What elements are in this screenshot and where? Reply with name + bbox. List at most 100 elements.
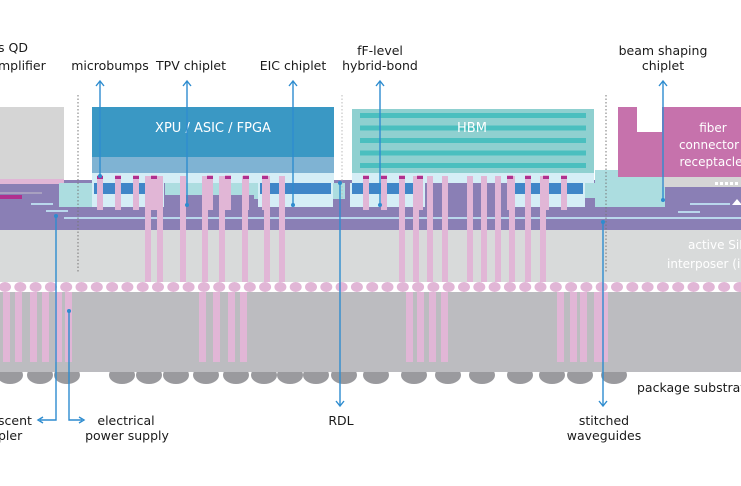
label-package-substrate: package substrate — [637, 380, 741, 395]
through-via — [481, 176, 487, 282]
hybrid-bond-pad — [115, 176, 121, 179]
c4-bump — [320, 282, 333, 292]
package-substrate — [0, 292, 741, 372]
c4-bump — [687, 282, 700, 292]
through-via — [495, 176, 501, 282]
c4-bump — [534, 282, 547, 292]
c4-bump — [182, 282, 195, 292]
leader-power — [68, 311, 82, 421]
c4-bump — [503, 282, 516, 292]
arrow-icon — [598, 400, 608, 408]
hbm-die-stripe — [360, 113, 586, 118]
microbump-via — [243, 175, 249, 210]
c4-bump — [259, 282, 272, 292]
leader-dots — [54, 174, 665, 313]
c4-bump — [565, 282, 578, 292]
through-via — [279, 176, 285, 282]
through-via — [467, 176, 473, 282]
microbump-via — [115, 175, 121, 210]
hybrid-bond-pad — [243, 176, 249, 179]
through-via — [427, 176, 433, 282]
substrate-via — [42, 292, 49, 372]
substrate-via — [580, 292, 587, 372]
hybrid-bond-pad — [363, 176, 369, 179]
label-hybrid-bond-1: fF-level — [357, 43, 403, 58]
hybrid-bond-pad — [417, 176, 423, 179]
label-evanescent-1: scent — [0, 413, 32, 428]
through-via — [145, 176, 151, 282]
c4-bump — [473, 282, 486, 292]
through-via — [202, 176, 208, 282]
c4-bump — [305, 282, 317, 292]
label-stitched-1: stitched — [579, 413, 629, 428]
substrate-via — [594, 292, 601, 372]
label-qd-amplifier-2: mplifier — [0, 58, 47, 73]
microbump-via — [97, 175, 103, 210]
c4-bump — [580, 282, 593, 292]
c4-bump — [75, 282, 88, 292]
interposer-label-2: interposer (iS — [667, 257, 741, 271]
hybrid-bond-pad — [543, 176, 549, 179]
leader-lines — [36, 79, 668, 424]
hybrid-bond-pad — [207, 176, 213, 179]
xpu-chip-base — [92, 157, 334, 173]
arrow-icon — [36, 416, 44, 424]
hbm-stripes — [360, 113, 586, 168]
hybrid-bond-pad — [525, 176, 531, 179]
substrate-via — [441, 292, 448, 372]
c4-bump — [458, 282, 470, 292]
microbump-via — [133, 175, 139, 210]
substrate-via — [406, 292, 413, 372]
qd-amplifier-block — [0, 107, 64, 179]
c4-bump — [44, 282, 57, 292]
label-electrical-1: electrical — [97, 413, 154, 428]
c4-bump — [672, 282, 685, 292]
xpu-label: XPU / ASIC / FPGA — [155, 121, 271, 136]
hybrid-bond-pad — [381, 176, 387, 179]
c4-bump — [335, 282, 348, 292]
arrow-icon — [288, 79, 298, 87]
through-via — [540, 176, 546, 282]
fiber-label-2: connector — [679, 138, 739, 152]
c4-bump — [626, 282, 639, 292]
through-via — [525, 176, 531, 282]
label-tpv-chiplet: TPV chiplet — [155, 58, 226, 73]
arrow-icon — [658, 79, 668, 87]
substrate-via — [228, 292, 235, 372]
c4-bump — [167, 282, 180, 292]
microbump-via — [363, 175, 369, 210]
through-via — [219, 176, 225, 282]
c4-bump — [213, 282, 226, 292]
hybrid-bond-pad — [399, 176, 405, 179]
c4-bump — [733, 282, 741, 292]
waveguide-line — [690, 203, 730, 205]
c4-bump — [289, 282, 302, 292]
substrate-via — [601, 292, 608, 372]
arrow-icon — [335, 400, 345, 408]
label-beam-shaping-2: chiplet — [642, 58, 684, 73]
beam-triangle-icon — [732, 199, 741, 205]
microbump-via — [399, 175, 405, 210]
c4-bump — [14, 282, 27, 292]
c4-bump — [442, 282, 455, 292]
substrate-via — [557, 292, 564, 372]
hybrid-bond-pad — [225, 176, 231, 179]
microbump-via — [417, 175, 423, 210]
substrate-via — [30, 292, 37, 372]
chiplet-active-layer — [94, 183, 162, 194]
label-hybrid-bond-2: hybrid-bond — [342, 58, 418, 73]
microbump-via — [525, 175, 531, 210]
microbump-via — [381, 175, 387, 210]
hybrid-bond-pad — [133, 176, 139, 179]
chiplet-active-layer — [260, 183, 331, 194]
hybrid-bond-pad — [507, 176, 513, 179]
c4-bump — [90, 282, 103, 292]
arrow-icon — [375, 79, 385, 87]
waveguide-line — [46, 210, 68, 212]
label-eic-chiplet: EIC chiplet — [260, 58, 327, 73]
qd-bond-strip — [0, 195, 22, 199]
substrate-via — [3, 292, 10, 372]
qd-amplifier-base — [0, 179, 64, 184]
microbump-via — [151, 175, 157, 210]
c4-bump — [427, 282, 440, 292]
